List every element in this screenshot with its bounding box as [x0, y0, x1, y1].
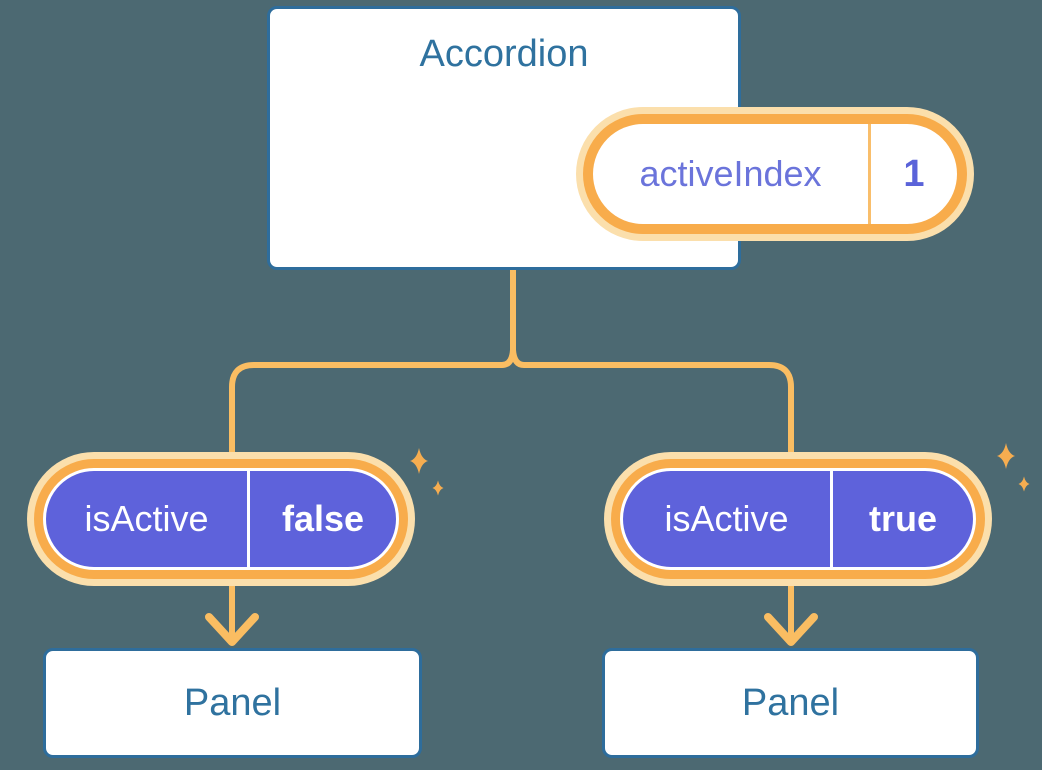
state-pill-ring: activeIndex 1	[583, 114, 967, 234]
prop-pill-ring: isActive true	[611, 459, 985, 579]
state-value-label: 1	[903, 152, 925, 195]
sparkle-icon	[432, 480, 444, 496]
prop-pill-ring: isActive false	[34, 459, 408, 579]
sparkle-icon	[997, 443, 1015, 469]
state-pill-body: activeIndex 1	[593, 124, 957, 224]
panel-title: Panel	[741, 681, 840, 724]
prop-name-label: isActive	[84, 498, 209, 539]
sparkle-icon	[1018, 476, 1030, 492]
panel-component-box-right: Panel	[602, 648, 979, 758]
prop-pill-body: isActive false	[43, 468, 399, 570]
panel-component-box-left: Panel	[43, 648, 422, 758]
prop-pill-body: isActive true	[620, 468, 976, 570]
prop-name-label: isActive	[664, 498, 789, 539]
state-pill-activeindex: activeIndex 1	[576, 107, 974, 241]
accordion-title: Accordion	[419, 33, 589, 75]
prop-value-label: false	[281, 498, 365, 539]
prop-pill-divider	[830, 471, 833, 567]
prop-pill-isactive-true: isActive true	[604, 452, 992, 586]
state-name-label: activeIndex	[639, 153, 822, 194]
state-pill-divider	[868, 124, 871, 224]
accordion-component-box: Accordion activeIndex 1	[267, 6, 974, 270]
arrow-head-left-icon	[205, 613, 259, 646]
sparkle-icon	[410, 448, 428, 474]
prop-pill-isactive-false: isActive false	[27, 452, 415, 586]
prop-pill-divider	[247, 471, 250, 567]
tree-connector-right	[510, 268, 794, 641]
arrow-head-right-icon	[764, 613, 818, 646]
prop-value-label: true	[868, 498, 937, 539]
panel-title: Panel	[183, 681, 282, 724]
